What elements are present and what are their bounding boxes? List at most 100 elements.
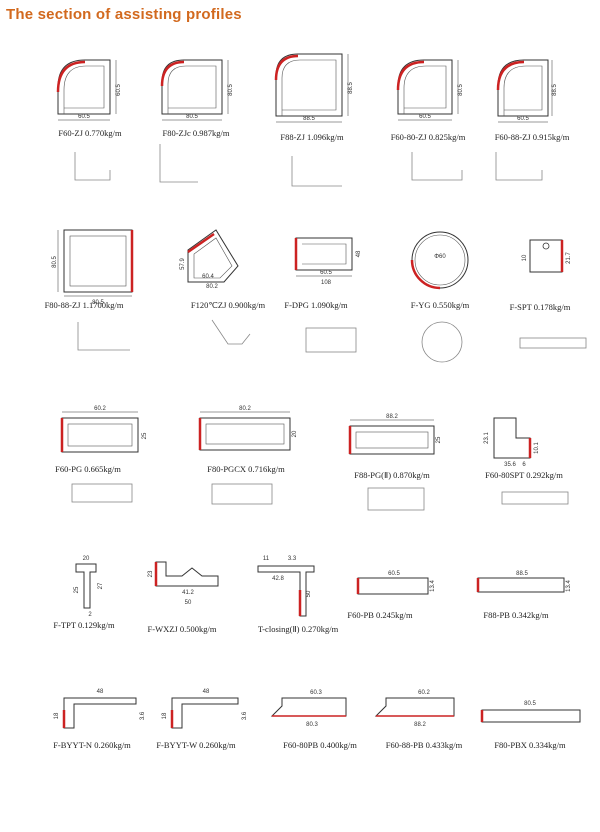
profile-drawing: 23 41.2 50 <box>148 561 219 606</box>
dim-label: 60.2 <box>418 690 430 696</box>
profile-F88-PG: 88.2 25 F88-PG(Ⅱ) 0.870kg/m <box>344 412 454 552</box>
profile-drawing: 48 18 3.6 <box>54 689 146 729</box>
dim-label: 60.5 <box>517 116 529 122</box>
dim-label: 88.2 <box>386 414 398 420</box>
profile-F80-PBX: 80.5 F80-PBX 0.334kg/m <box>478 692 588 832</box>
dim-label: 57.9 <box>180 258 186 270</box>
profile-drawing: 60.2 88.2 <box>374 690 455 728</box>
profile-caption: F-BYYT-N 0.260kg/m <box>53 740 131 750</box>
dim-label: 60.5 <box>116 84 122 96</box>
dim-label: 60.5 <box>388 571 400 577</box>
profile-caption: F80-PBX 0.334kg/m <box>494 740 566 750</box>
profile-drawing: 80.5 <box>480 701 581 723</box>
profile-drawing: 60.3 80.3 <box>270 690 347 728</box>
profile-F60-88-PB: 60.2 88.2 F60-88-PB 0.433kg/m <box>372 684 482 824</box>
profile-F60-PB: 60.5 13.4 F60-PB 0.245kg/m <box>347 566 460 706</box>
dim-label: 88.5 <box>552 84 558 96</box>
profile-drawing: 60.5 60.5 <box>56 59 122 181</box>
profile-caption: F60-80PB 0.400kg/m <box>283 740 357 750</box>
dim-label: 88.5 <box>516 571 528 577</box>
profile-caption: F60-88-PB 0.433kg/m <box>385 740 463 750</box>
profile-F-WXZJ: 23 41.2 50 F-WXZJ 0.500kg/m <box>142 554 252 694</box>
dim-label: 48 <box>356 250 362 257</box>
dim-label: 10 <box>522 254 528 261</box>
dim-label: 20 <box>292 430 298 437</box>
profile-drawing: 88.5 13.4 <box>476 571 572 593</box>
profile-drawing: Φ60 <box>410 231 469 363</box>
profile-F60-80SPT: 23.1 35.6 6 10.1 F60-80SPT 0.292kg/m <box>480 408 590 548</box>
profile-drawing: 23.1 35.6 6 10.1 <box>484 417 569 505</box>
dim-label: 48 <box>203 689 210 695</box>
dim-label: 25 <box>74 586 80 593</box>
dim-label: 60.3 <box>310 690 322 696</box>
dim-label: 42.8 <box>272 576 284 582</box>
dim-label: 50 <box>185 600 192 606</box>
profile-caption: T-closing(Ⅱ) 0.270kg/m <box>257 624 339 634</box>
profile-drawing: 10 21.7 <box>519 239 587 349</box>
profile-F80-PGCX: 80.2 20 F80-PGCX 0.716kg/m <box>190 404 300 544</box>
dim-label: 3.6 <box>242 711 248 720</box>
page-title: The section of assisting profiles <box>6 6 242 23</box>
profile-F-BYYT-N: 48 18 3.6 F-BYYT-N 0.260kg/m <box>40 684 150 824</box>
dim-label: 18 <box>54 712 60 719</box>
profile-drawing: 60.5 13.4 <box>356 571 436 595</box>
profile-caption: F-BYYT-W 0.260kg/m <box>156 740 236 750</box>
profile-caption: F60-80-ZJ 0.825kg/m <box>390 132 466 142</box>
profile-caption: F60-88-ZJ 0.915kg/m <box>494 132 570 142</box>
profile-caption: F-TPT 0.129kg/m <box>53 620 115 630</box>
dim-label: 80.2 <box>206 284 218 290</box>
dim-label: 88.5 <box>348 82 354 94</box>
dim-label: 80.2 <box>239 406 251 412</box>
dim-label: 80.5 <box>228 84 234 96</box>
dim-label: 23 <box>148 570 154 577</box>
profile-drawing: 88.2 25 <box>348 414 442 511</box>
profile-F-DPG: 60.5 108 48 F-DPG 1.090kg/m <box>284 224 400 364</box>
dim-label: 25 <box>436 436 442 443</box>
dim-label: 60.5 <box>419 114 431 120</box>
dim-label: 35.6 <box>504 462 516 468</box>
dim-label: 80.5 <box>52 256 58 268</box>
profile-drawing: 60.5 80.5 <box>396 59 464 181</box>
profile-caption: F60-80SPT 0.292kg/m <box>485 470 563 480</box>
profile-caption: F60-ZJ 0.770kg/m <box>58 128 122 138</box>
dim-label: 2 <box>88 612 92 618</box>
profile-caption: F-DPG 1.090kg/m <box>284 300 348 310</box>
profile-drawing: 60.5 108 48 <box>294 237 362 353</box>
profile-caption: F80-88-ZJ 1.1700kg/m <box>44 300 124 310</box>
profile-F60-ZJ: 60.5 60.5 F60-ZJ 0.770kg/m <box>40 52 150 192</box>
dim-label: 88.2 <box>414 722 426 728</box>
profile-drawing: 11 3.3 42.8 50 <box>257 556 315 617</box>
dim-label: 60.2 <box>94 406 106 412</box>
profile-F-SPT: 10 21.7 F-SPT 0.178kg/m <box>500 226 600 366</box>
dim-label: 3.3 <box>288 556 297 562</box>
profile-F60-PG: 60.2 25 F60-PG 0.665kg/m <box>54 400 164 540</box>
profile-T-closing: 11 3.3 42.8 50 T-closing(Ⅱ) 0.270kg/m <box>248 550 358 690</box>
profile-drawing: 80.5 80.5 <box>159 59 234 183</box>
dim-label: 3.6 <box>140 711 146 720</box>
dim-label: 41.2 <box>182 590 194 596</box>
profile-drawing: 60.5 88.5 <box>495 59 558 181</box>
profile-F60-80PB: 60.3 80.3 F60-80PB 0.400kg/m <box>266 684 376 824</box>
dim-label: 18 <box>162 712 168 719</box>
profile-caption: F-SPT 0.178kg/m <box>509 302 571 312</box>
profile-caption: F120℃ZJ 0.900kg/m <box>190 300 266 310</box>
dim-label: 21.7 <box>566 252 572 264</box>
dim-label: 108 <box>321 280 332 286</box>
dim-label: 50 <box>306 590 312 597</box>
profile-drawing: 20 25 27 2 <box>74 556 104 618</box>
profile-caption: F60-PG 0.665kg/m <box>55 464 121 474</box>
dim-label: 80.5 <box>92 300 104 306</box>
profile-caption: F-YG 0.550kg/m <box>410 300 470 310</box>
profile-F88-ZJ: 88.5 88.5 F88-ZJ 1.096kg/m <box>262 46 372 187</box>
dim-label: 25 <box>142 432 148 439</box>
profile-F60-88-ZJ: 60.5 88.5 F60-88-ZJ 0.915kg/m <box>486 52 596 192</box>
dim-label: 60.5 <box>320 270 332 276</box>
profile-caption: F60-PB 0.245kg/m <box>347 610 413 620</box>
dim-label: 60.5 <box>78 114 90 120</box>
dim-label: 11 <box>263 556 270 562</box>
profile-F-BYYT-W: 48 18 3.6 F-BYYT-W 0.260kg/m <box>148 684 258 824</box>
profile-caption: F88-ZJ 1.096kg/m <box>280 132 344 142</box>
profile-F88-PB: 88.5 13.4 F88-PB 0.342kg/m <box>470 566 580 706</box>
dim-label: 80.5 <box>524 701 536 707</box>
profile-caption: F80-ZJc 0.987kg/m <box>162 128 230 138</box>
